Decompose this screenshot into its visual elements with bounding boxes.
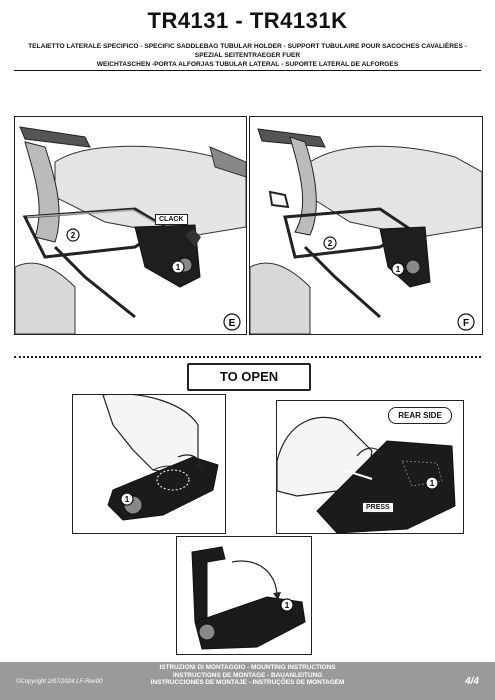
subtitle-line-2: WEICHTASCHEN -PORTA ALFORJAS TUBULAR LAT… [96, 61, 399, 68]
open-step-1-illustration: 1 [102, 395, 219, 521]
section-divider [14, 356, 481, 358]
footer-line-3: INSTRUCCIONES DE MONTAJE - INSTRUÇÕES DE… [150, 679, 345, 687]
open-step-1-panel: 1 [72, 394, 226, 534]
figure-f-panel: 2 1 F [249, 116, 483, 335]
footer-copyright: ©Copyright 2/07/2024 LF-Rev00 [16, 679, 103, 685]
footer-line-2: INSTRUCTIONS DE MONTAGE - BAUANLEITUNG [172, 671, 323, 679]
figure-e-letter: E [229, 318, 236, 329]
header-rule [14, 70, 481, 71]
figure-f-callout-2: 2 [328, 239, 333, 248]
open-step-3-illustration: 1 [191, 546, 306, 650]
open-step-3-panel: 1 [176, 536, 312, 655]
figure-f-illustration: 2 1 F [250, 128, 482, 334]
figure-f-callout-1: 1 [396, 265, 401, 274]
press-label: PRESS [362, 502, 394, 513]
document-subtitle: TELAIETTO LATERALE SPECIFICO - SPECIFIC … [20, 42, 475, 69]
open-step-1-callout: 1 [125, 495, 130, 504]
figure-e-panel: 2 1 E [14, 116, 247, 335]
page-number: 4/4 [465, 676, 479, 687]
figure-e-callout-2-circle [66, 228, 80, 242]
document-title: TR4131 - TR4131K [147, 8, 348, 33]
open-step-2-callout: 1 [430, 479, 435, 488]
footer-instructions: ISTRUZIONI DI MONTAGGIO - MOUNTING INSTR… [130, 664, 365, 687]
to-open-label: TO OPEN [187, 363, 311, 391]
open-step-2-illustration: 1 [277, 416, 456, 533]
footer-bar: ©Copyright 2/07/2024 LF-Rev00 ISTRUZIONI… [0, 662, 495, 700]
figure-e-click-label: CLACK [155, 214, 188, 225]
footer-line-1: ISTRUZIONI DI MONTAGGIO - MOUNTING INSTR… [159, 664, 336, 671]
figure-e-illustration: 2 1 E [15, 126, 246, 334]
figure-e-callout-1-circle [171, 260, 185, 274]
figure-f-letter: F [463, 318, 469, 329]
figure-e-callout-1: 1 [176, 263, 181, 272]
figure-e-callout-2: 2 [71, 231, 76, 240]
rear-side-label: REAR SIDE [388, 407, 452, 424]
subtitle-line-1: TELAIETTO LATERALE SPECIFICO - SPECIFIC … [28, 43, 467, 59]
open-step-3-callout: 1 [285, 601, 290, 610]
